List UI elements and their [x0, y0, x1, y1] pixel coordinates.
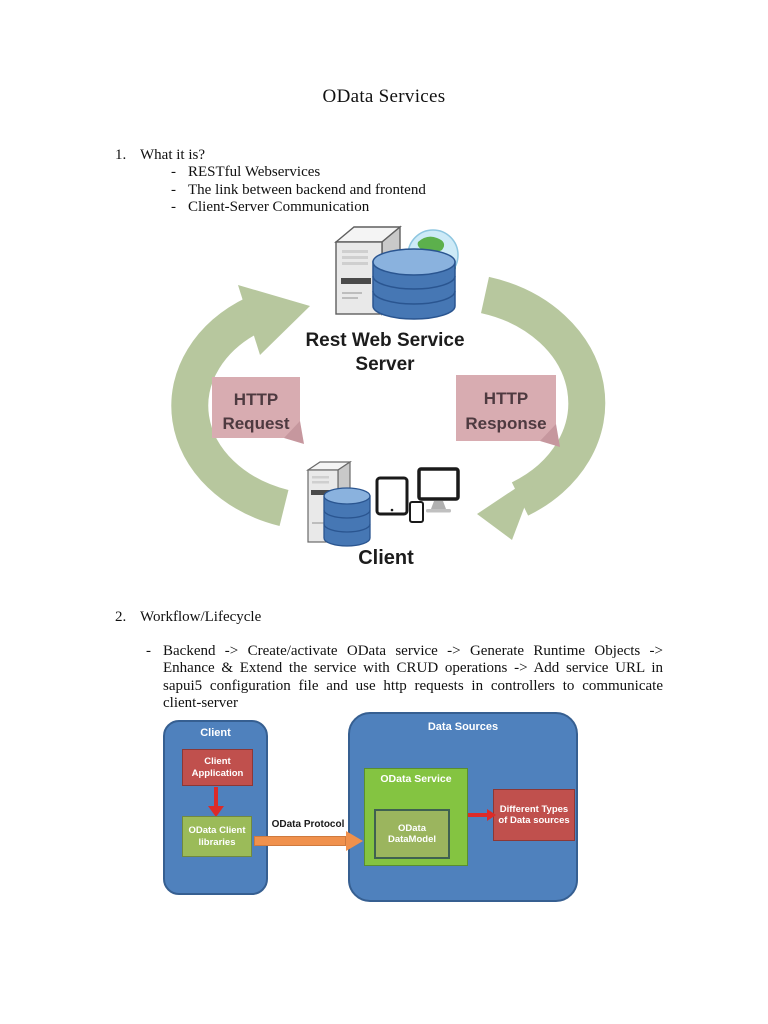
- monitor-icon: [417, 467, 460, 513]
- page-title: OData Services: [322, 86, 446, 107]
- section-2-bullet: - Backend -> Create/activate OData servi…: [146, 643, 663, 713]
- indent: [115, 182, 140, 199]
- odata-protocol-arrow-icon: [254, 836, 346, 846]
- bullet-text: Client-Server Communication: [188, 199, 370, 216]
- server-label-line1: Rest Web Service: [305, 330, 464, 351]
- http-request-box: HTTP Request: [212, 377, 304, 444]
- bullet-dash: -: [171, 164, 176, 181]
- bullet-dash: -: [171, 199, 176, 216]
- bullet-text: RESTful Webservices: [188, 164, 321, 181]
- arrow-right-icon: [468, 813, 488, 817]
- bullet-dash: -: [171, 181, 176, 198]
- arrow-down-head-icon: [208, 806, 224, 817]
- data-sources-title: Data Sources: [427, 721, 499, 733]
- arrow-down-icon: [214, 787, 218, 808]
- client-server-cycle-diagram: Rest Web Service Server HTTP Request HTT…: [171, 225, 606, 569]
- section-1-number: 1.: [115, 147, 127, 163]
- smartphone-icon: [409, 501, 424, 523]
- response-arrow-icon: [477, 276, 606, 540]
- indent: [115, 199, 140, 216]
- odata-service-label: OData Service: [380, 773, 452, 785]
- client-container-title: Client: [200, 727, 231, 739]
- http-response-line1: HTTP: [484, 389, 528, 408]
- different-types-box: Different Types of Data sources: [493, 789, 575, 841]
- list-item: - The link between backend and frontend: [115, 182, 426, 199]
- http-response-box: HTTP Response: [456, 375, 560, 447]
- arrow-right-head-icon: [487, 809, 496, 821]
- client-label: Client: [358, 547, 414, 569]
- section-1-heading: What it is?: [140, 147, 205, 163]
- section-1: 1. What it is? - RESTful Webservices - T…: [115, 147, 426, 217]
- client-database-mini-icon: [323, 487, 371, 547]
- odata-architecture-diagram: Client Client Application OData Client l…: [150, 708, 620, 913]
- section-2: 2. Workflow/Lifecycle: [115, 609, 261, 626]
- section-2-number: 2.: [115, 609, 127, 625]
- list-item: - Client-Server Communication: [115, 199, 426, 216]
- tablet-icon: [375, 476, 409, 516]
- client-application-box: Client Application: [182, 749, 253, 786]
- workflow-paragraph: Backend -> Create/activate OData service…: [163, 643, 663, 712]
- odata-datamodel-box: OData DataModel: [374, 809, 450, 859]
- http-request-line2: Request: [222, 414, 289, 433]
- http-request-line1: HTTP: [234, 390, 278, 409]
- section-2-heading: Workflow/Lifecycle: [140, 609, 262, 625]
- request-arrow-icon: [171, 285, 310, 526]
- odata-protocol-label: OData Protocol: [271, 819, 345, 830]
- bullet-text: The link between backend and frontend: [188, 181, 426, 198]
- bullet-dash: -: [146, 643, 151, 659]
- database-icon: [372, 248, 456, 320]
- odata-protocol-arrow-head-icon: [346, 831, 363, 851]
- list-item: - RESTful Webservices: [115, 164, 426, 181]
- indent: [115, 164, 140, 181]
- http-response-line2: Response: [465, 414, 546, 433]
- odata-client-libraries-box: OData Client libraries: [182, 816, 252, 857]
- server-label-line2: Server: [355, 354, 415, 375]
